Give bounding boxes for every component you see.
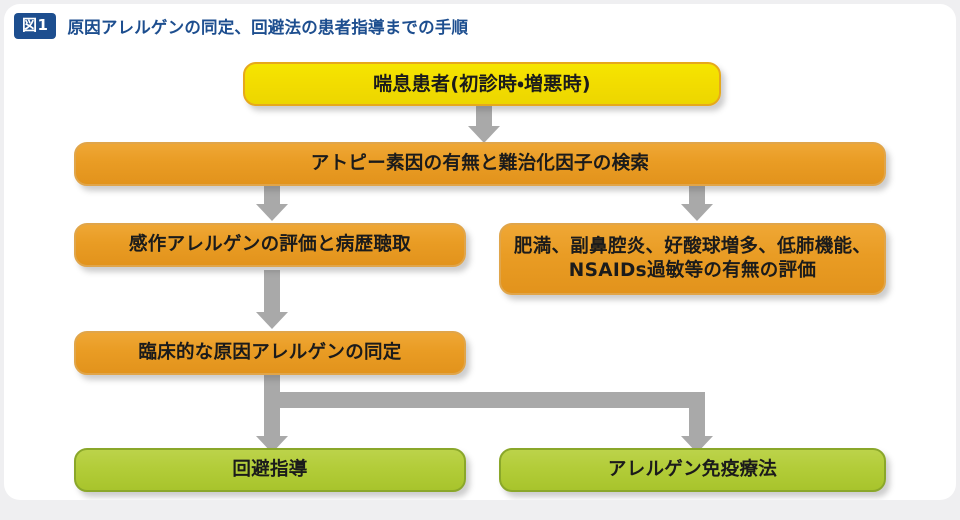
connector-shaft-5-right-drop <box>689 392 705 440</box>
figure-number-badge: 図1 <box>14 13 57 39</box>
node-atopy-search[interactable]: アトピー素因の有無と難治化因子の検索 <box>74 142 886 186</box>
connector-shaft-5-bridge <box>264 392 705 408</box>
node-asthma-patient[interactable]: 喘息患者(初診時・増悪時) <box>243 62 721 106</box>
node-label: 臨床的な原因アレルゲンの同定 <box>138 342 402 364</box>
connector-arrow-2 <box>256 204 288 221</box>
flowchart: 喘息患者(初診時・増悪時) アトピー素因の有無と難治化因子の検索 感作アレルゲン… <box>4 4 956 500</box>
connector-arrow-3 <box>681 204 713 221</box>
node-comorbidity-eval[interactable]: 肥満、副鼻腔炎、好酸球増多、低肺機能、 NSAIDs過敏等の有無の評価 <box>499 223 886 295</box>
node-label: 喘息患者(初診時・増悪時) <box>373 72 591 95</box>
node-avoidance-guidance[interactable]: 回避指導 <box>74 448 466 492</box>
figure-header: 図1 原因アレルゲンの同定、回避法の患者指導までの手順 <box>4 4 956 48</box>
connector-shaft-1 <box>476 104 492 130</box>
figure-card: 図1 原因アレルゲンの同定、回避法の患者指導までの手順 <box>4 4 956 500</box>
node-label: 感作アレルゲンの評価と病歴聴取 <box>128 234 411 256</box>
node-label: アトピー素因の有無と難治化因子の検索 <box>310 153 650 175</box>
connector-shaft-4 <box>264 270 280 316</box>
clipped-page-text <box>0 508 960 520</box>
node-sensitization-eval[interactable]: 感作アレルゲンの評価と病歴聴取 <box>74 223 466 267</box>
connector-arrow-4 <box>256 312 288 329</box>
node-allergen-immunotherapy[interactable]: アレルゲン免疫療法 <box>499 448 886 492</box>
node-clinical-identification[interactable]: 臨床的な原因アレルゲンの同定 <box>74 331 466 375</box>
connector-shaft-2 <box>264 184 280 208</box>
connector-arrow-1 <box>468 126 500 143</box>
node-label: 肥満、副鼻腔炎、好酸球増多、低肺機能、 NSAIDs過敏等の有無の評価 <box>513 236 872 281</box>
node-label: 回避指導 <box>232 459 308 481</box>
page-title: 原因アレルゲンの同定、回避法の患者指導までの手順 <box>67 18 469 37</box>
connector-shaft-3 <box>689 184 705 208</box>
node-label: アレルゲン免疫療法 <box>607 459 778 481</box>
